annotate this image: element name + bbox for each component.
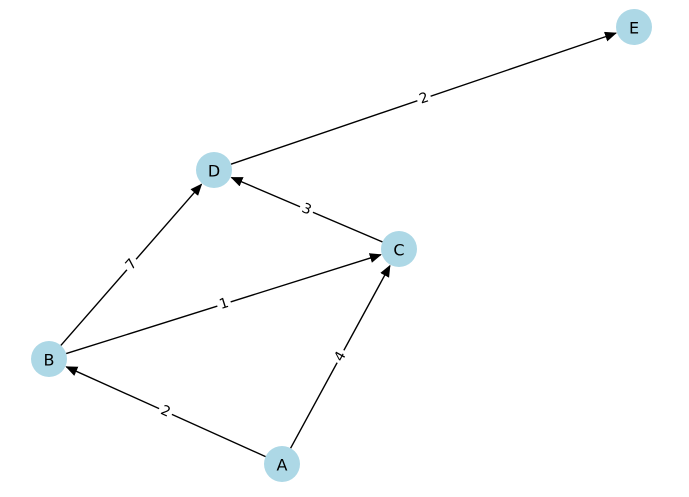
node-c: C bbox=[381, 231, 417, 267]
node-a: A bbox=[264, 446, 300, 482]
node-label: E bbox=[629, 19, 639, 38]
node-circle bbox=[264, 446, 300, 482]
node-b: B bbox=[31, 341, 67, 377]
edge-label-background bbox=[414, 87, 434, 110]
edge-label-background bbox=[296, 198, 317, 221]
node-label: B bbox=[44, 351, 55, 370]
node-label: C bbox=[393, 241, 404, 260]
edge-weight-label: 7 bbox=[120, 253, 143, 276]
edge-weight-label: 4 bbox=[329, 346, 352, 367]
edge-b-c: 1 bbox=[65, 253, 382, 355]
node-d: D bbox=[196, 152, 232, 188]
edge-weight-label: 2 bbox=[414, 87, 434, 110]
edge-a-b: 2 bbox=[65, 366, 266, 458]
edge-label-background bbox=[155, 400, 176, 423]
edge-weight-label: 2 bbox=[155, 400, 176, 423]
edge-c-d: 3 bbox=[230, 176, 383, 243]
node-label: D bbox=[208, 162, 220, 181]
node-circle bbox=[196, 152, 232, 188]
edge-label-background bbox=[214, 293, 234, 315]
edges-layer: 2 4 1 7 3 2 bbox=[60, 31, 617, 458]
edge-label-background bbox=[120, 253, 143, 276]
node-e: E bbox=[616, 9, 652, 45]
edge-weight-label: 3 bbox=[296, 198, 317, 221]
edge-label-background bbox=[329, 346, 352, 367]
node-circle bbox=[31, 341, 67, 377]
node-circle bbox=[616, 9, 652, 45]
node-label: A bbox=[277, 456, 288, 475]
edge-a-c: 4 bbox=[289, 264, 391, 449]
edge-b-d: 7 bbox=[60, 183, 203, 346]
node-circle bbox=[381, 231, 417, 267]
nodes-layer: A B C D E bbox=[31, 9, 652, 482]
edge-d-e: 2 bbox=[230, 31, 617, 165]
edge-weight-label: 1 bbox=[214, 293, 234, 315]
